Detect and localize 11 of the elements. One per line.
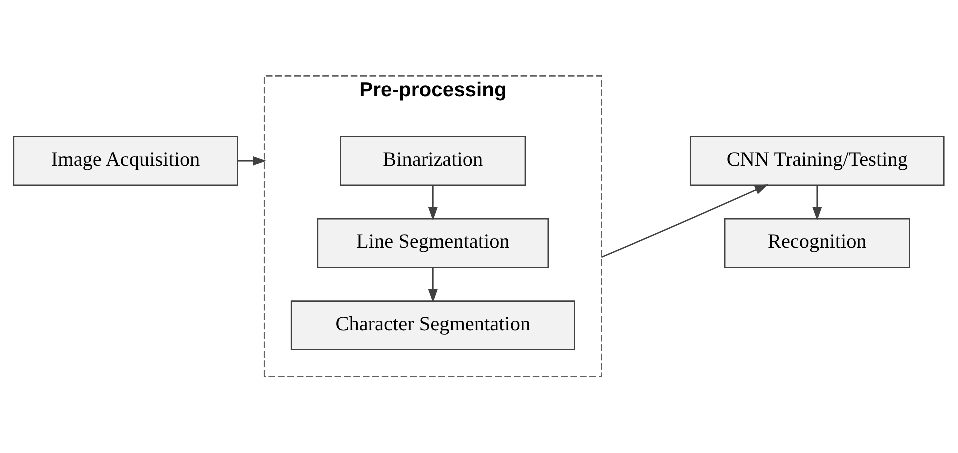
node-box: Line Segmentation: [317, 218, 550, 268]
node-box: Binarization: [340, 136, 526, 186]
arrow: [428, 185, 438, 221]
arrow: [428, 268, 438, 304]
node-box: CNN Training/Testing: [690, 136, 945, 186]
arrow: [601, 184, 768, 258]
node-box: Character Segmentation: [290, 300, 576, 351]
arrow: [812, 185, 822, 221]
arrow: [238, 156, 267, 166]
node-box: Image Acquisition: [13, 136, 238, 186]
node-box: Recognition: [724, 218, 910, 268]
